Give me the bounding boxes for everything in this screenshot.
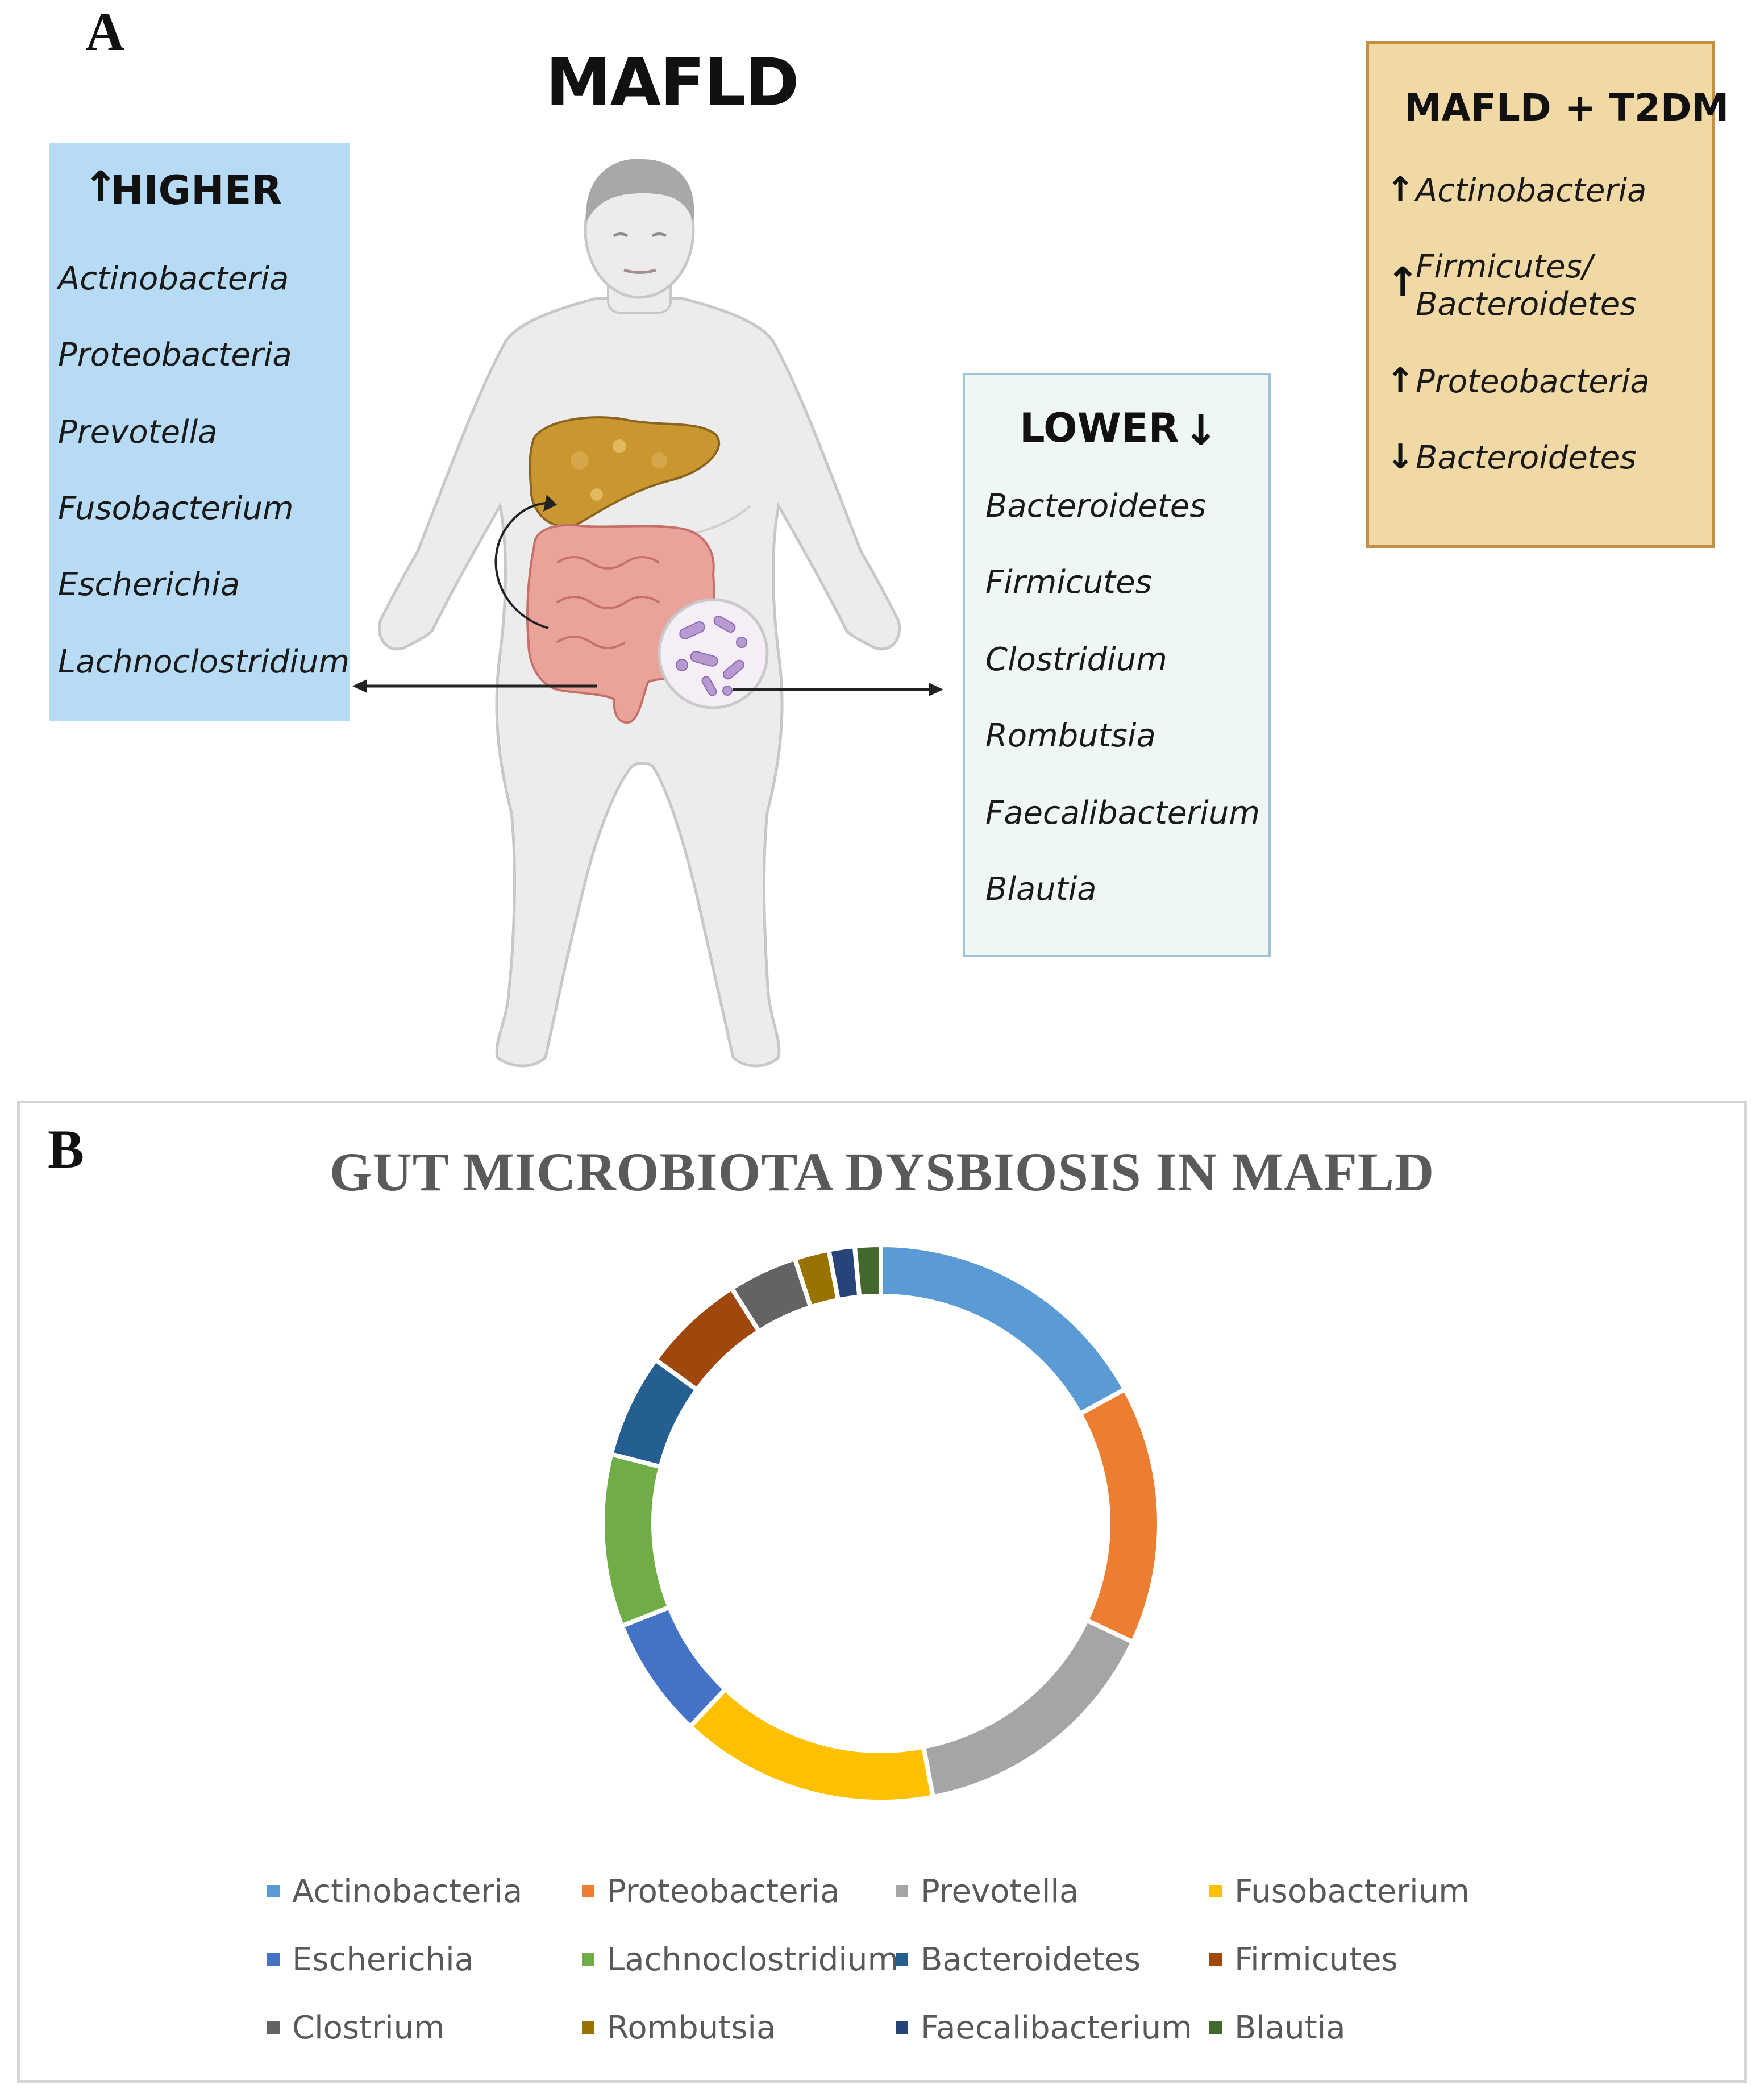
up-arrow-icon: ↑ — [1386, 170, 1415, 210]
legend-label: Clostrium — [292, 2009, 445, 2046]
legend-item: Fusobacterium — [1209, 1871, 1470, 1911]
higher-taxon: Fusobacterium — [58, 490, 294, 527]
bacteria-icon — [676, 616, 747, 696]
t2dm-box: MAFLD + T2DM ↑ Actinobacteria ↑ Firmicut… — [1366, 41, 1729, 548]
legend-label: Proteobacteria — [607, 1872, 840, 1910]
legend-swatch — [582, 1953, 594, 1966]
lower-taxon: Rombutsia — [985, 717, 1156, 754]
down-arrow-icon: ↓ — [1386, 437, 1415, 477]
panel-a-letter: A — [85, 1, 125, 62]
legend-item: Blautia — [1209, 2008, 1346, 2048]
legend-swatch — [1209, 1885, 1222, 1897]
gut-liver-axis-arrowhead — [543, 495, 557, 512]
legend-item: Firmicutes — [1209, 1940, 1398, 1979]
lower-taxon: Bacteroidetes — [985, 488, 1206, 525]
legend-swatch — [896, 2021, 908, 2034]
lower-heading: LOWER — [1020, 405, 1179, 451]
donut-slice-fusobacterium — [687, 1685, 936, 1804]
legend-swatch — [582, 1885, 594, 1897]
panel-a-title: MAFLD — [546, 44, 800, 121]
t2dm-title: MAFLD + T2DM — [1404, 86, 1729, 130]
legend-swatch — [1209, 2021, 1222, 2034]
panel-b-letter: B — [48, 1119, 85, 1180]
legend-label: Faecalibacterium — [921, 2009, 1192, 2046]
up-arrow-icon: ↑ — [1386, 361, 1415, 401]
legend-label: Bacteroidetes — [921, 1941, 1141, 1978]
donut-chart — [600, 1242, 1162, 1804]
lower-taxon: Faecalibacterium — [985, 795, 1260, 832]
donut-slice-prevotella — [921, 1617, 1136, 1800]
legend-label: Blautia — [1234, 2009, 1346, 2046]
legend-item: Proteobacteria — [582, 1871, 839, 1911]
liver-spot — [613, 439, 626, 453]
gut-liver-axis-arrow — [494, 502, 549, 629]
liver-spot — [590, 488, 603, 501]
donut-slice-actinobacteria — [879, 1242, 1128, 1417]
legend-label: Actinobacteria — [292, 1872, 523, 1910]
legend-item: Prevotella — [896, 1871, 1079, 1911]
legend-label: Rombutsia — [607, 2009, 776, 2046]
legend-swatch — [267, 1953, 280, 1966]
human-body-illustration — [377, 159, 901, 1068]
legend-swatch — [896, 1885, 908, 1897]
higher-taxon: Actinobacteria — [58, 260, 289, 297]
down-arrow-icon: ↓ — [1183, 406, 1219, 455]
higher-taxon: Escherichia — [58, 566, 240, 603]
arrow-to-higher — [352, 679, 597, 693]
t2dm-item: Bacteroidetes — [1416, 439, 1637, 476]
higher-taxon: Proteobacteria — [58, 337, 292, 373]
legend-item: Actinobacteria — [267, 1871, 522, 1911]
chart-title: GUT MICROBIOTA DYSBIOSIS IN MAFLD — [329, 1141, 1435, 1202]
t2dm-item: Actinobacteria — [1416, 172, 1647, 209]
t2dm-item: Firmicutes/ — [1416, 248, 1593, 285]
legend-item: Lachnoclostridium — [582, 1940, 898, 1979]
legend-swatch — [1209, 1953, 1222, 1966]
legend-swatch — [896, 1953, 908, 1966]
t2dm-item: Proteobacteria — [1416, 363, 1650, 400]
donut-slice-blautia — [852, 1242, 883, 1300]
higher-heading: HIGHER — [110, 167, 282, 214]
legend-swatch — [267, 2021, 280, 2034]
intestine-folds — [556, 556, 660, 649]
legend-item: Faecalibacterium — [896, 2008, 1192, 2048]
liver-spot — [651, 452, 667, 468]
up-arrow-icon: ↑ — [83, 163, 119, 211]
legend-item: Rombutsia — [582, 2008, 776, 2048]
donut-slice-proteobacteria — [1077, 1386, 1162, 1645]
donut-slice-lachnoclostridium — [600, 1451, 673, 1629]
legend-label: Fusobacterium — [1234, 1872, 1470, 1910]
arrow-to-lower — [733, 683, 943, 696]
legend-label: Firmicutes — [1234, 1941, 1398, 1978]
legend-swatch — [267, 1885, 280, 1897]
liver-spot — [571, 451, 589, 470]
legend-swatch — [582, 2021, 594, 2034]
donut-slice-escherichia — [619, 1604, 729, 1730]
lower-taxon: Clostridium — [985, 641, 1167, 678]
legend-item: Bacteroidetes — [896, 1940, 1141, 1979]
face-mouth — [623, 268, 656, 274]
lower-taxon: Blautia — [985, 871, 1097, 908]
higher-taxon: Lachnoclostridium — [58, 643, 350, 680]
higher-taxa-box: ↑ HIGHER Actinobacteria Proteobacteria P… — [49, 143, 350, 721]
lower-taxon: Firmicutes — [985, 564, 1152, 601]
liver — [529, 416, 721, 528]
microbiota-magnifier — [658, 598, 769, 709]
legend-label: Lachnoclostridium — [607, 1941, 899, 1978]
legend-label: Prevotella — [921, 1872, 1079, 1910]
face-eyes — [613, 232, 667, 238]
lower-taxa-box: LOWER ↓ Bacteroidetes Firmicutes Clostri… — [963, 373, 1271, 957]
higher-taxon: Prevotella — [58, 414, 218, 451]
legend-item: Escherichia — [267, 1940, 474, 1979]
body-hair — [586, 159, 694, 222]
legend-item: Clostrium — [267, 2008, 445, 2048]
t2dm-item-continued: Bacteroidetes — [1416, 286, 1637, 323]
up-arrow-icon: ↑ — [1386, 259, 1420, 305]
legend-label: Escherichia — [292, 1941, 475, 1978]
